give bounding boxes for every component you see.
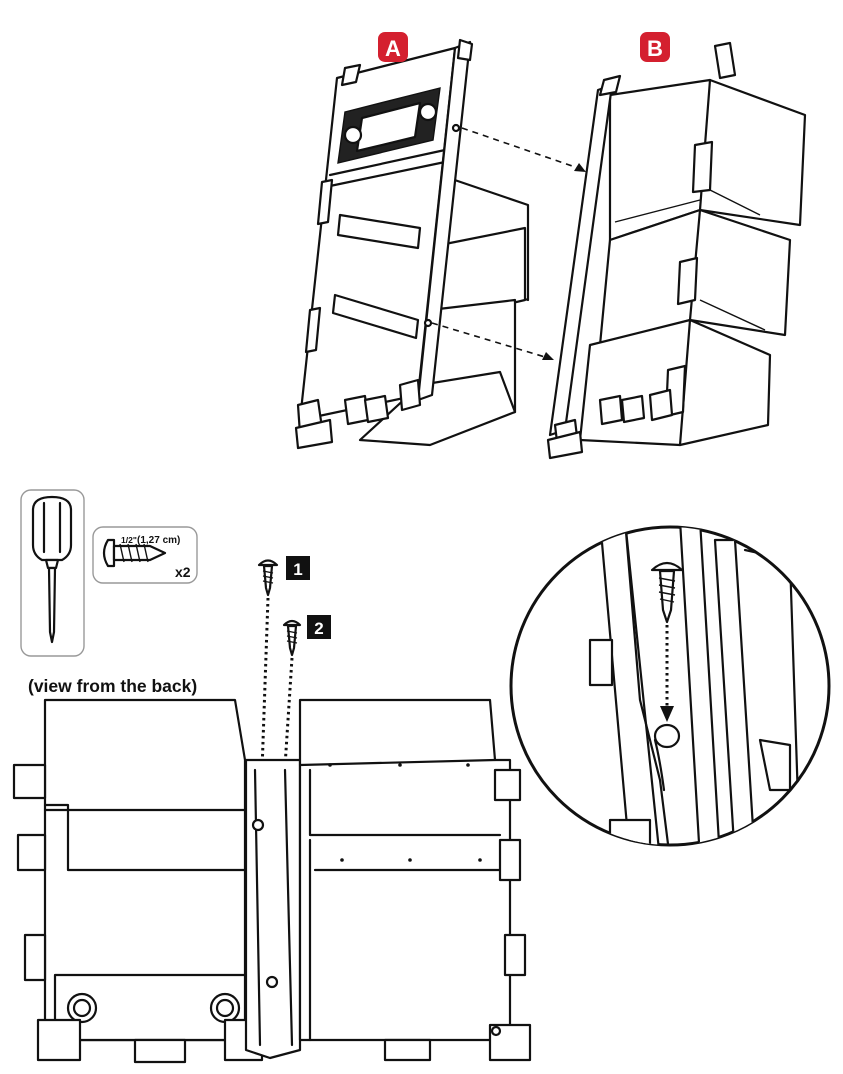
self-tapping-screw-icon (102, 538, 167, 568)
screw-spec-panel: 1/2" (1,27 cm) x2 (92, 526, 198, 584)
module-a-illustration (294, 38, 530, 450)
step-2-marker: 2 (307, 615, 331, 639)
step-1-marker: 1 (286, 556, 310, 580)
module-a-badge: A (378, 32, 408, 62)
view-caption: (view from the back) (28, 676, 197, 696)
module-b-badge: B (640, 32, 670, 62)
badge-a-label: A (385, 36, 401, 61)
screw-2-icon (282, 619, 302, 657)
badge-b-label: B (647, 36, 663, 61)
back-view-left-module (12, 698, 264, 1064)
screw-quantity: x2 (175, 564, 191, 580)
step-1-label: 1 (293, 560, 302, 579)
back-view-center-rail (244, 758, 302, 1060)
screw-length-imperial: 1/2" (121, 535, 137, 545)
badge-a-shape (378, 32, 408, 62)
alignment-arrows (431, 127, 586, 360)
screw-1-icon (257, 559, 279, 597)
step-2-label: 2 (314, 619, 323, 638)
badge-b-shape (640, 32, 670, 62)
phillips-screwdriver-icon (31, 495, 73, 644)
tool-panel (20, 489, 85, 657)
screw-length-metric: (1,27 cm) (137, 535, 180, 546)
module-b-illustration (546, 41, 807, 460)
detail-magnifier (509, 525, 831, 847)
back-view-right-module (298, 698, 532, 1062)
